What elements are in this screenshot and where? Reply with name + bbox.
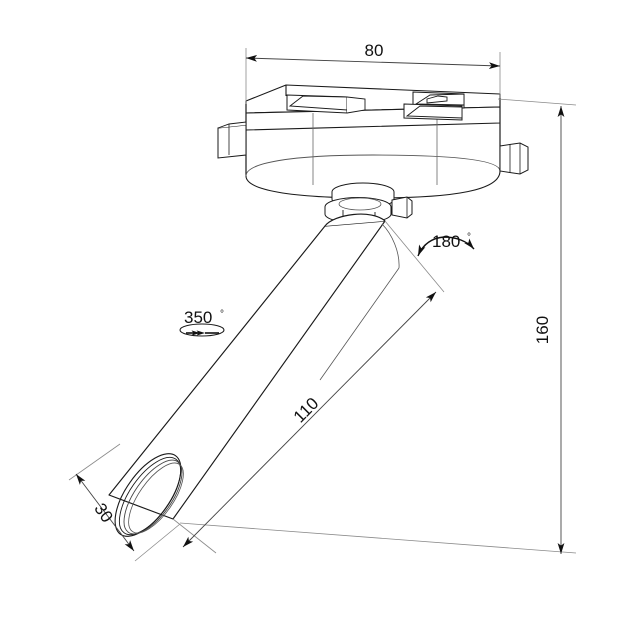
barrel-rear-shoulder (381, 223, 400, 269)
contact-nub (426, 95, 448, 104)
right-retaining-clip (499, 142, 529, 175)
rotation-annotation-350: 350 ° (179, 308, 225, 337)
rotation-350-degree-symbol: ° (220, 309, 224, 320)
dim-160-ext-top (497, 98, 577, 106)
rotation-180-label: 180 (432, 232, 460, 251)
lamp-barrel (108, 213, 400, 520)
dim-160-label: 160 (533, 316, 552, 344)
rotation-annotation-180: 180 ° (417, 232, 475, 257)
rotation-350-orbit-icon (179, 323, 225, 337)
rotation-350-label: 350 (184, 308, 212, 327)
joint-inner-ring (338, 197, 382, 211)
track-contact-slots (286, 91, 465, 121)
rotation-180-degree-symbol: ° (467, 232, 471, 243)
dim-110-label: 110 (290, 394, 323, 427)
housing-bottom-cap-back (245, 154, 501, 177)
barrel-rear-cap (324, 213, 386, 227)
right-clip-body (499, 142, 529, 175)
left-retaining-clip (217, 121, 247, 159)
dim-110-ext-top (384, 220, 445, 293)
dim-110-line (182, 291, 437, 548)
joint-lock-screw (391, 196, 413, 219)
barrel-body (108, 220, 386, 520)
contact-slot-left-lip (346, 96, 366, 114)
left-clip-top (217, 121, 247, 129)
contact-slot-right-lower-inner (405, 105, 463, 119)
rotation-180-arc-icon (417, 236, 475, 257)
dim-30-line (75, 473, 135, 552)
dimension-80: 80 (245, 41, 501, 104)
dim-80-line (245, 54, 501, 70)
dim-160-ext-bottom (179, 522, 577, 554)
dim-80-label: 80 (365, 41, 384, 60)
housing-body-sides (245, 123, 501, 176)
left-clip-body (217, 124, 247, 159)
dim-30-ext-lower (134, 523, 181, 562)
